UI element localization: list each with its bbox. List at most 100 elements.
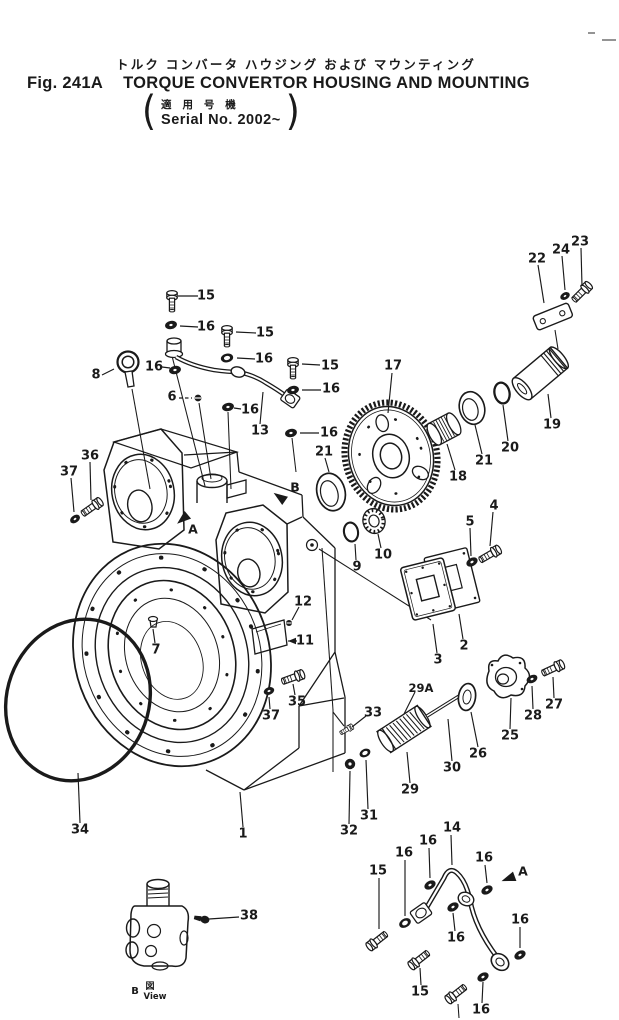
part-3-gasket (400, 557, 456, 621)
washer-filled (262, 685, 276, 697)
svg-text:16: 16 (145, 360, 163, 375)
part-25-cover (486, 654, 531, 699)
part-label-33: 33 (351, 706, 382, 728)
part-label-5: 5 (465, 515, 475, 557)
part-label-16: 16 (472, 981, 490, 1018)
svg-text:35: 35 (288, 695, 306, 710)
svg-text:25: 25 (501, 729, 519, 744)
part-19-cylinder (511, 346, 570, 401)
part-label-16: 16 (145, 360, 171, 375)
part-label-16: 16 (511, 913, 529, 948)
part-label-16: 16 (419, 834, 437, 879)
washer-ring (358, 746, 372, 760)
svg-text:13: 13 (251, 424, 269, 439)
svg-text:A: A (518, 864, 528, 879)
svg-text:16: 16 (241, 403, 259, 418)
bolt-v (221, 325, 233, 348)
part-label-16: 16 (475, 851, 493, 884)
bolt-v (287, 357, 299, 380)
bolt-v (166, 290, 178, 313)
svg-text:28: 28 (524, 709, 542, 724)
view-arrow-B: B (273, 480, 300, 505)
svg-text:29: 29 (401, 783, 419, 798)
part-18-bushing (426, 412, 462, 446)
svg-text:26: 26 (469, 747, 487, 762)
part-label-15: 15 (301, 359, 339, 374)
svg-text:B: B (290, 480, 300, 495)
bolt-a (338, 722, 356, 737)
svg-text:27: 27 (545, 698, 563, 713)
svg-text:31: 31 (360, 809, 378, 824)
svg-text:15: 15 (321, 359, 339, 374)
svg-text:5: 5 (465, 515, 474, 530)
print-artifact-dashes (588, 32, 616, 41)
washer-filled (168, 364, 182, 376)
svg-text:7: 7 (151, 643, 160, 658)
svg-text:16: 16 (395, 846, 413, 861)
svg-text:32: 32 (340, 824, 358, 839)
part-17-gear (341, 399, 441, 513)
part-label-4: 4 (489, 499, 499, 547)
nut-filled (344, 758, 356, 770)
part-22-plate (532, 302, 574, 331)
part-label-14: 14 (443, 821, 461, 866)
part-10-nut (362, 507, 386, 535)
svg-text:15: 15 (197, 289, 215, 304)
washer-filled (475, 970, 491, 984)
part-14-pipe (409, 867, 510, 972)
part-38-plug (193, 915, 210, 924)
svg-text:38: 38 (240, 909, 258, 924)
part-label-32: 32 (340, 770, 358, 839)
svg-text:17: 17 (384, 359, 402, 374)
svg-text:16: 16 (197, 320, 215, 335)
part-label-19: 19 (543, 393, 561, 433)
washer-filled (164, 319, 178, 331)
screw (285, 619, 293, 627)
washer-filled (512, 948, 528, 962)
bolt-a (442, 981, 470, 1006)
bolt-a (405, 947, 433, 972)
part-21-ring (315, 472, 347, 512)
part-34-oring (3, 617, 153, 783)
part-label-21: 21 (315, 445, 333, 473)
part-label-16: 16 (179, 320, 215, 335)
part-label-13: 13 (251, 391, 269, 439)
washer-filled (68, 512, 82, 526)
serial-japanese: 適 用 号 機 (161, 98, 240, 111)
svg-text:36: 36 (81, 449, 99, 464)
part-label-37: 37 (262, 696, 280, 724)
page-title: TORQUE CONVERTOR HOUSING AND MOUNTING (123, 74, 530, 92)
part-label-29A: 29A (403, 681, 434, 715)
part-label-35: 35 (288, 683, 306, 710)
svg-text:6: 6 (167, 390, 176, 405)
part-label-2: 2 (458, 613, 469, 654)
view-arrow-A: A (177, 510, 198, 537)
part-label-7: 7 (151, 628, 161, 658)
part-label-16: 16 (302, 382, 340, 397)
part-label-16: 16 (447, 912, 465, 946)
part-label-27: 27 (545, 676, 563, 713)
part-label-24: 24 (552, 243, 570, 291)
part-label-15: 15 (178, 289, 215, 304)
part-label-11: 11 (288, 634, 314, 649)
svg-text:16: 16 (475, 851, 493, 866)
svg-text:10: 10 (374, 548, 392, 563)
svg-text:16: 16 (511, 913, 529, 928)
bolt-a (539, 658, 567, 680)
washer-filled (284, 427, 298, 439)
serial-note: ( 適 用 号 機 Serial No. 2002~ ) (142, 91, 300, 132)
svg-text:16: 16 (472, 1003, 490, 1018)
svg-text:29A: 29A (409, 681, 434, 695)
screw (194, 394, 202, 402)
part-20-oring (493, 381, 511, 405)
assembly-lines (131, 329, 559, 1019)
part-label-16: 16 (300, 426, 338, 441)
part-label-25: 25 (501, 697, 519, 744)
part-label-16: 16 (236, 352, 273, 367)
svg-text:23: 23 (571, 235, 589, 250)
part-label-6: 6 (167, 390, 192, 405)
part-26-disc (457, 682, 477, 712)
part-13-tube (164, 337, 301, 409)
